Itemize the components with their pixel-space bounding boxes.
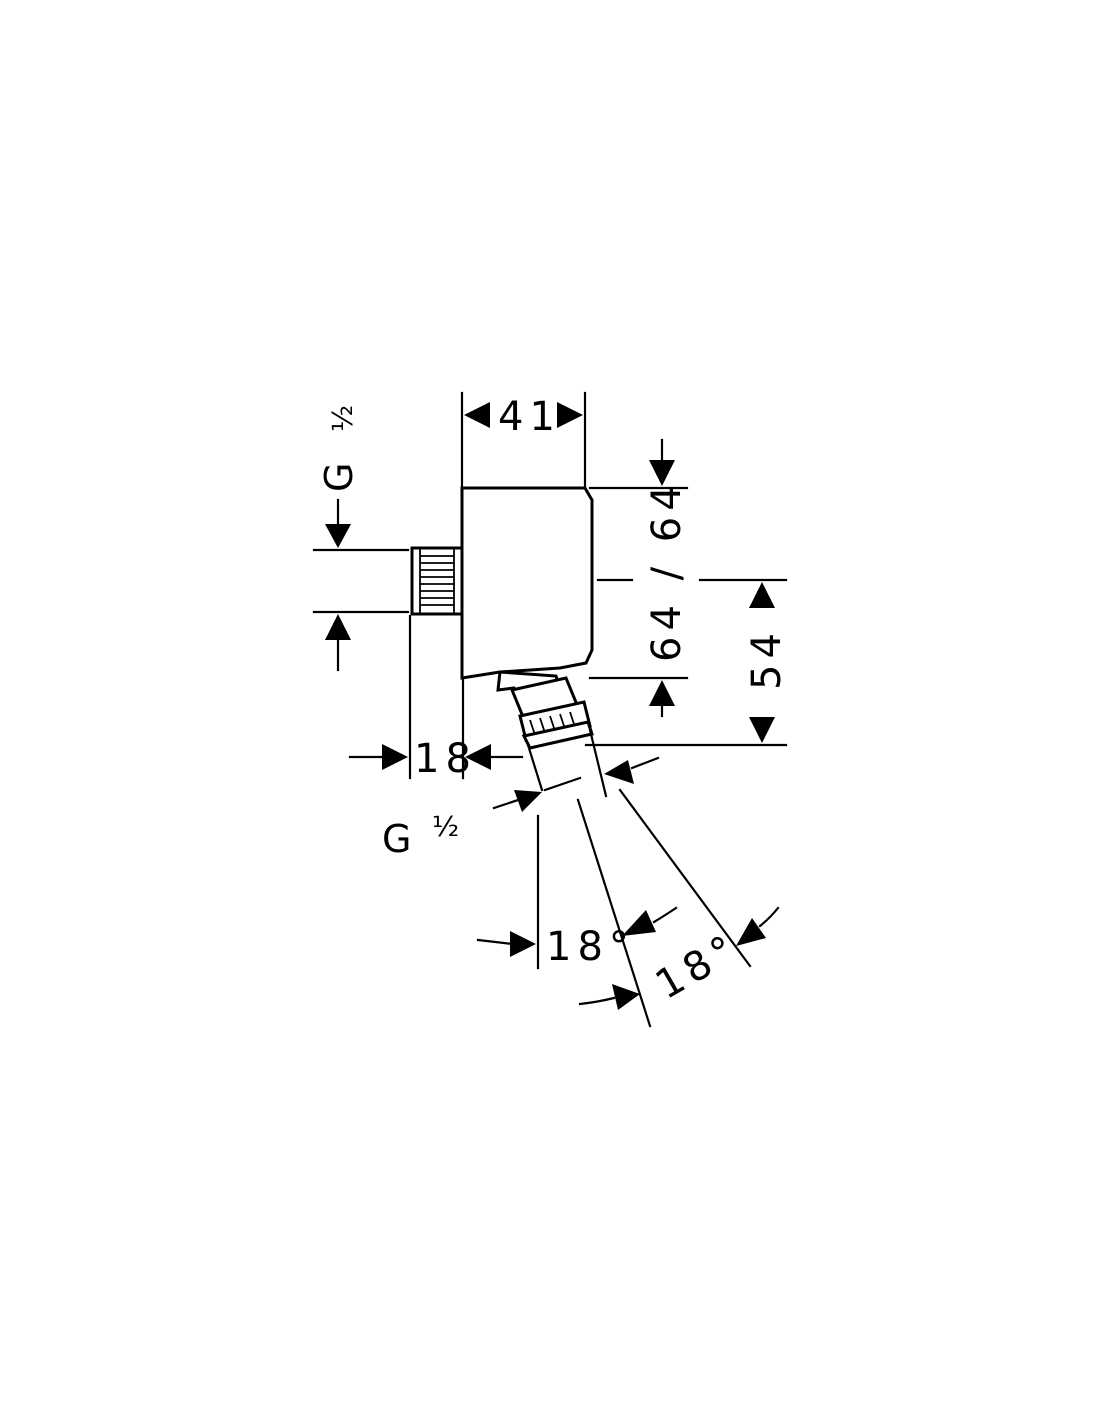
- dimension-label-18: 18: [414, 736, 477, 782]
- dimension-label-64-64: 64 / 64: [644, 479, 690, 662]
- dimension-thread-left: G ½: [312, 405, 410, 672]
- swivel-angle-lines: [536, 788, 752, 1028]
- dimension-height-64: 64 / 64: [588, 438, 690, 718]
- dimension-label-41: 41: [498, 394, 561, 440]
- dimension-angle-left: 18°: [476, 906, 678, 970]
- thread-left-label: G: [317, 463, 361, 492]
- dimension-height-54: 54: [584, 578, 790, 747]
- dimension-label-54: 54: [744, 627, 790, 690]
- thread-bottom-label: G: [382, 817, 411, 861]
- left-threaded-connector: [410, 546, 464, 616]
- bottom-swivel-connector: [496, 670, 594, 750]
- thread-bottom-fraction: ½: [432, 810, 459, 843]
- thread-left-fraction: ½: [326, 405, 359, 432]
- dimension-width-41: 41: [460, 391, 587, 488]
- angle-label-right: 18°: [648, 924, 748, 1008]
- outlet-body: [460, 486, 594, 680]
- dimension-offset-18: 18: [348, 614, 524, 782]
- angle-label-left: 18°: [546, 924, 635, 970]
- dimension-thread-bottom: G ½: [382, 728, 660, 861]
